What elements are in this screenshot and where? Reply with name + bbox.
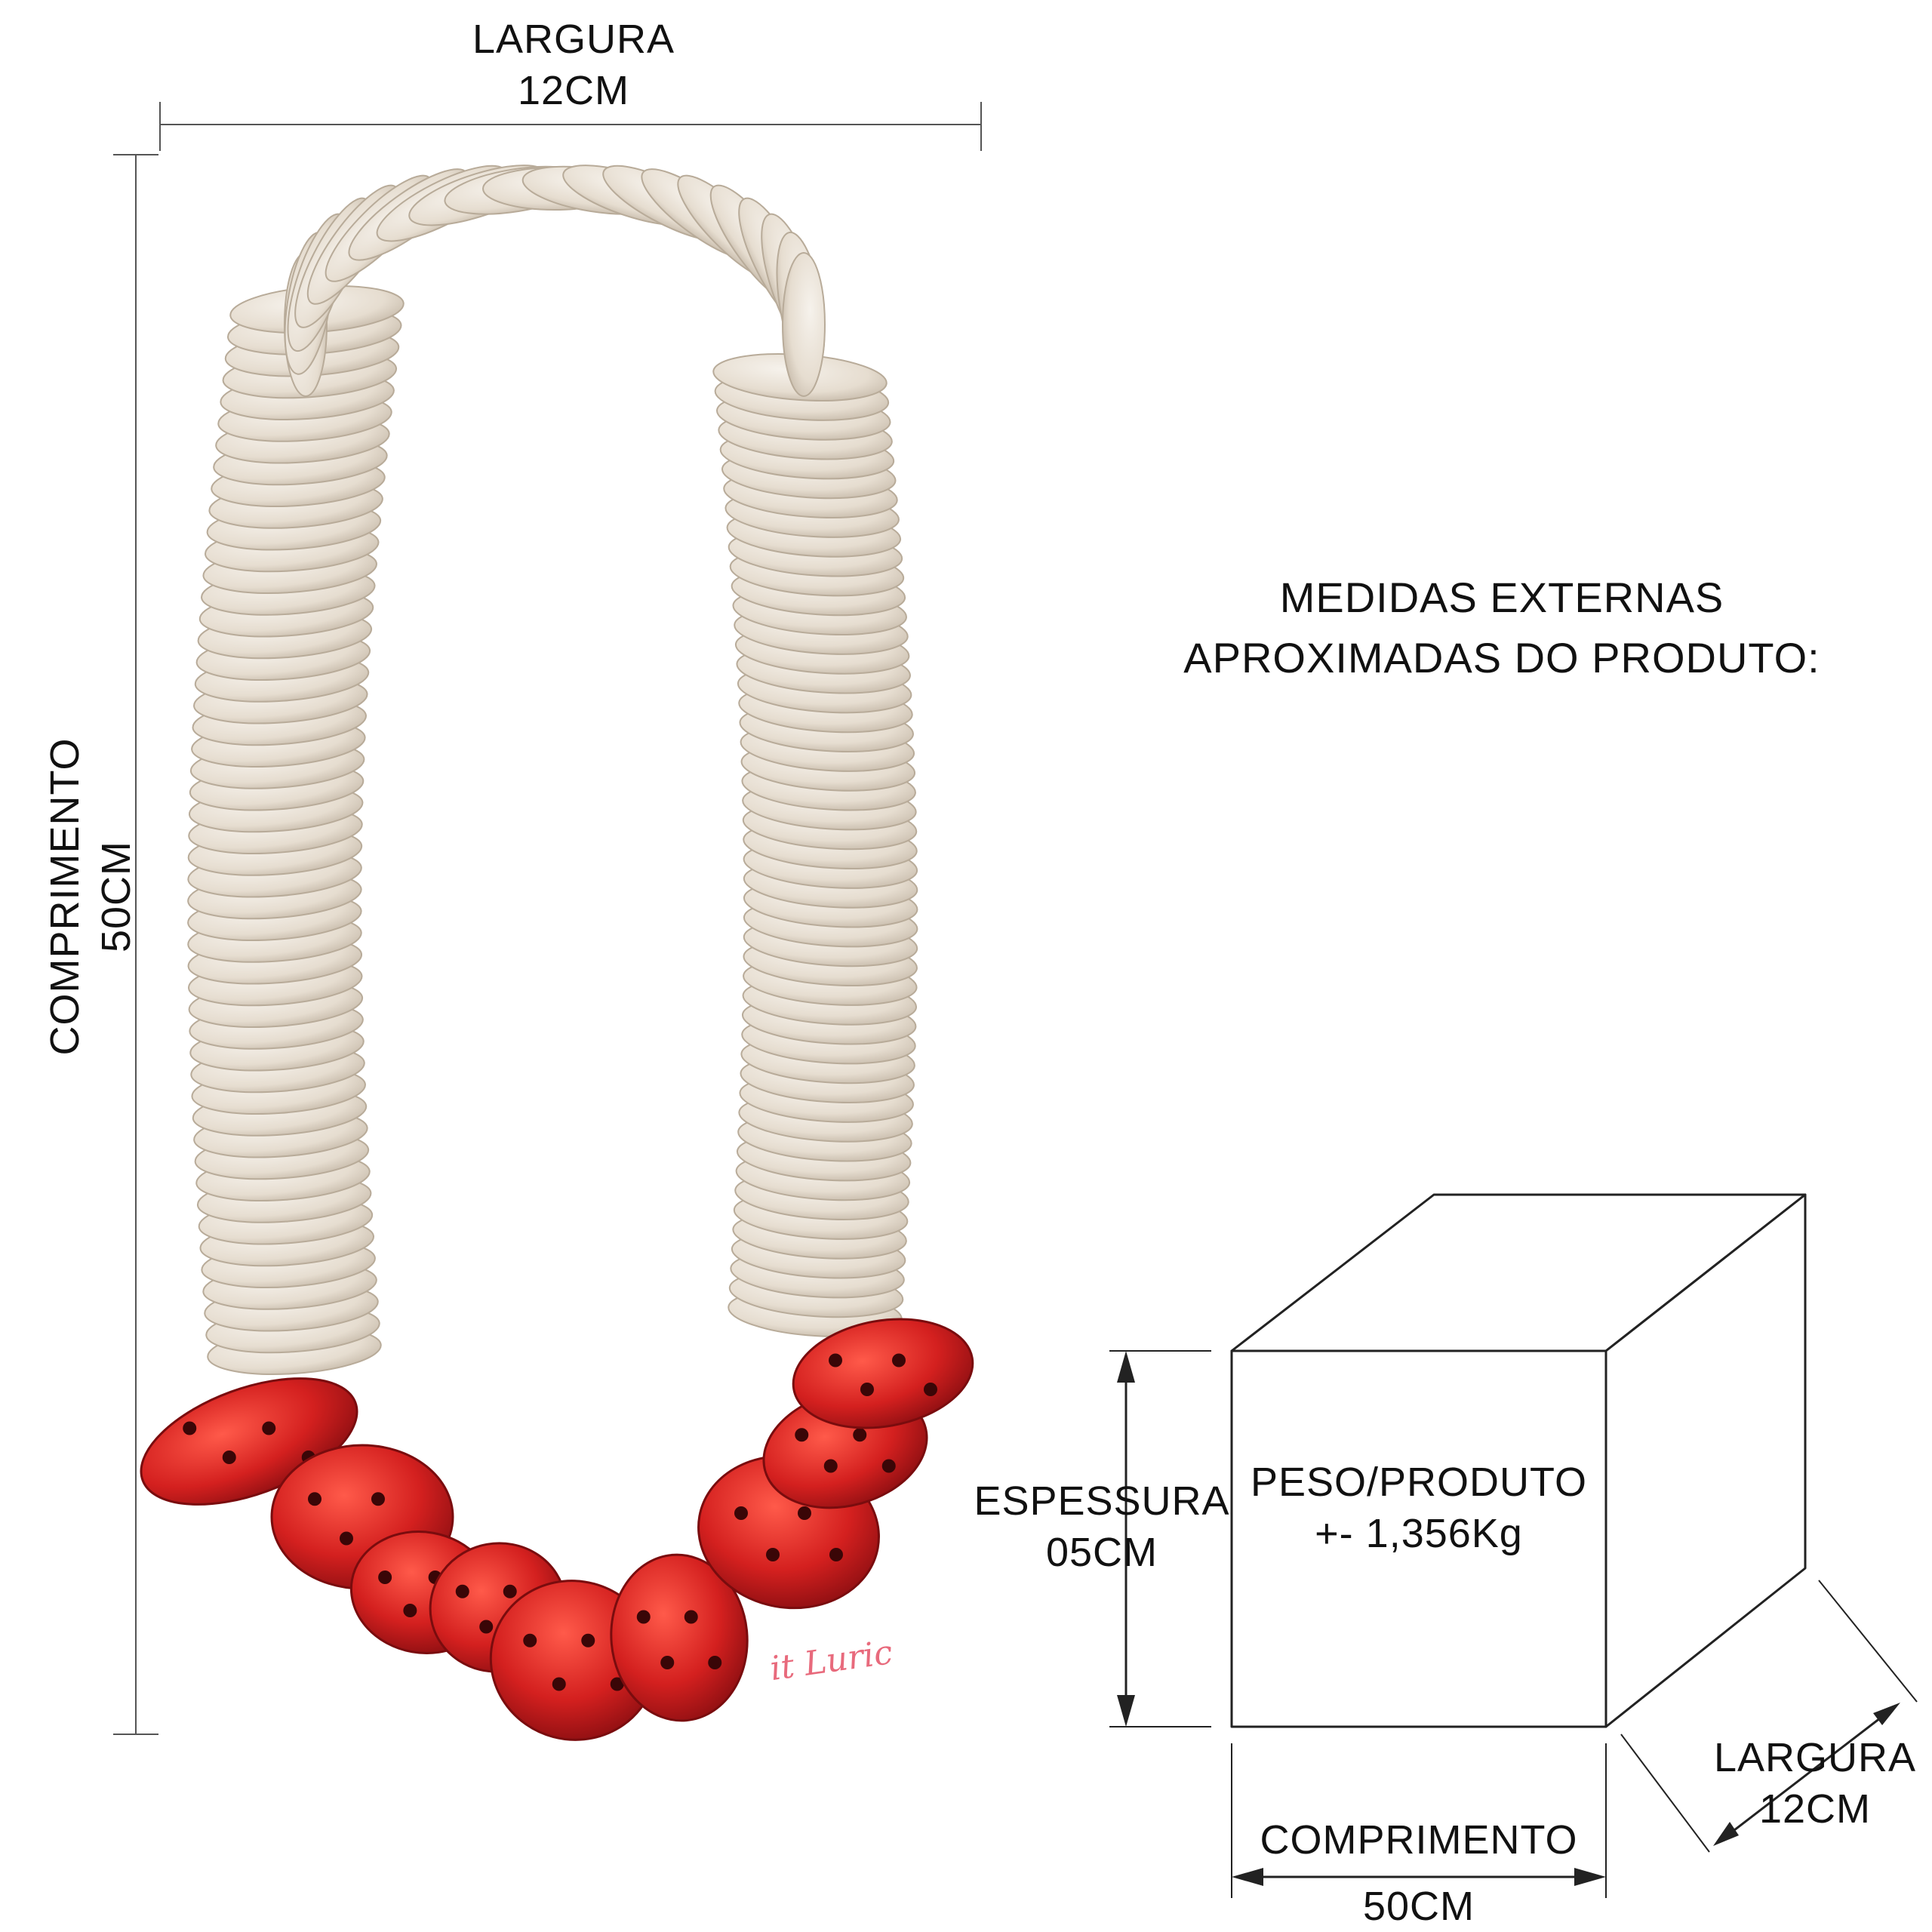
coral-pit bbox=[308, 1492, 321, 1506]
coral-pit bbox=[708, 1656, 722, 1669]
thickness-title: ESPESSURA bbox=[974, 1478, 1230, 1524]
cube-length-dimension bbox=[1231, 1743, 1607, 1898]
coral-pit bbox=[552, 1677, 566, 1691]
necklace-width-dimension bbox=[159, 102, 982, 151]
coral-pit bbox=[829, 1353, 842, 1367]
coral-pit bbox=[853, 1428, 867, 1442]
necklace-length-dimension bbox=[113, 154, 158, 1735]
necklace-beads bbox=[187, 165, 918, 1375]
coral-pit bbox=[581, 1633, 595, 1647]
necklace-coral-pieces bbox=[140, 1318, 974, 1741]
necklace-width-value: 12CM bbox=[517, 68, 630, 113]
weight-value: +- 1,356Kg bbox=[1315, 1511, 1523, 1556]
coral-pit bbox=[892, 1353, 906, 1367]
coral-pit bbox=[684, 1610, 698, 1624]
coral-pit bbox=[479, 1620, 494, 1634]
coral-pit bbox=[183, 1421, 197, 1435]
cube-front-face bbox=[1230, 1349, 1607, 1728]
info-heading-line2: APROXIMADAS DO PRODUTO: bbox=[1183, 634, 1820, 681]
coral-piece bbox=[610, 1553, 749, 1722]
coral-pit bbox=[924, 1383, 937, 1396]
necklace-width-title: LARGURA bbox=[472, 17, 675, 62]
cube-width-dimension bbox=[1620, 1580, 1918, 1853]
necklace-length-value: 50CM bbox=[94, 840, 139, 953]
coral-pit bbox=[734, 1506, 748, 1520]
info-heading-line1: MEDIDAS EXTERNAS bbox=[1279, 574, 1724, 621]
coral-pit bbox=[523, 1633, 537, 1647]
coral-pit bbox=[610, 1677, 624, 1691]
coral-pit bbox=[455, 1584, 469, 1598]
coral-pit bbox=[766, 1548, 780, 1561]
coral-pit bbox=[378, 1571, 392, 1584]
thickness-label: ESPESSURA 05CM bbox=[970, 1475, 1234, 1578]
cube-length-title: COMPRIMENTO bbox=[1260, 1817, 1578, 1863]
thickness-value: 05CM bbox=[1045, 1530, 1158, 1575]
info-heading: MEDIDAS EXTERNAS APROXIMADAS DO PRODUTO: bbox=[1147, 568, 1857, 688]
necklace-length-label: COMPRIMENTO 50CM bbox=[39, 708, 142, 1085]
coral-pit bbox=[795, 1428, 809, 1442]
weight-label: PESO/PRODUTO +- 1,356Kg bbox=[1238, 1457, 1600, 1559]
coral-pit bbox=[881, 1459, 896, 1473]
cube-length-value: 50CM bbox=[1362, 1884, 1475, 1929]
coral-pit bbox=[798, 1506, 811, 1520]
dimension-cube bbox=[1230, 1193, 1807, 1728]
coral-piece bbox=[792, 1318, 974, 1429]
coral-pit bbox=[660, 1656, 675, 1669]
coral-pit bbox=[503, 1584, 517, 1598]
coral-pit bbox=[340, 1531, 353, 1546]
cube-width-label: LARGURA 12CM bbox=[1709, 1732, 1921, 1835]
coral-pit bbox=[262, 1421, 276, 1435]
cube-width-value: 12CM bbox=[1758, 1786, 1872, 1832]
cube-length-label: COMPRIMENTO 50CM bbox=[1238, 1814, 1600, 1932]
necklace-length-title: COMPRIMENTO bbox=[42, 737, 88, 1056]
coral-pit bbox=[222, 1451, 236, 1464]
coral-pit bbox=[823, 1459, 838, 1473]
weight-title: PESO/PRODUTO bbox=[1250, 1460, 1588, 1505]
thickness-dimension bbox=[1109, 1350, 1211, 1727]
coral-pit bbox=[636, 1610, 651, 1624]
cube-width-title: LARGURA bbox=[1713, 1735, 1917, 1780]
coral-pit bbox=[860, 1383, 874, 1396]
bead bbox=[782, 252, 826, 397]
necklace-width-label: LARGURA 12CM bbox=[423, 14, 724, 116]
coral-pit bbox=[403, 1604, 417, 1617]
coral-pit bbox=[829, 1548, 843, 1561]
coral-pit bbox=[371, 1492, 385, 1506]
